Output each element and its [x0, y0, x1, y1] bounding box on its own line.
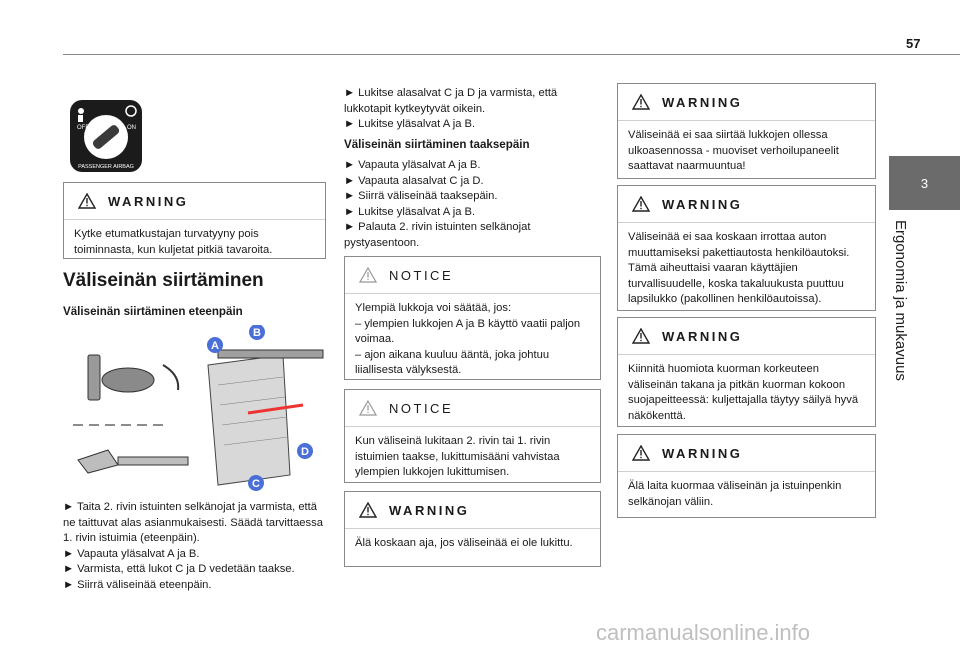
airbag-off-label: OFF	[77, 125, 89, 131]
warning-box-airbag: WARNING Kytke etumatkustajan turvatyyny …	[63, 182, 326, 259]
notice-text: Ylempiä lukkoja voi säätää, jos: – ylemp…	[355, 302, 581, 376]
warning-icon	[359, 502, 377, 518]
warning-header: WARNING	[64, 183, 325, 220]
notice-header: NOTICE	[345, 390, 600, 427]
lock-detail	[77, 449, 189, 474]
warning-text: Älä koskaan aja, jos väliseinää ei ole l…	[355, 537, 573, 549]
warning-label: WARNING	[662, 328, 743, 344]
warning-box-r2: WARNING Väliseinää ei saa koskaan irrott…	[617, 185, 876, 311]
notice-label: NOTICE	[389, 400, 454, 416]
warning-icon	[632, 196, 650, 212]
page-number: 57	[906, 36, 921, 51]
warning-box-r4: WARNING Älä laita kuormaa väliseinän ja …	[617, 434, 876, 518]
seat-icon	[78, 108, 84, 122]
step: ► Palauta 2. rivin istuinten selkänojat …	[344, 221, 531, 249]
partition-panel	[207, 354, 291, 486]
warning-header: WARNING	[618, 435, 875, 472]
back-steps: ► Vapauta yläsalvat A ja B. ► Vapauta al…	[344, 158, 599, 251]
notice-icon	[359, 267, 377, 283]
move-arrow-icon	[247, 403, 304, 415]
footer-watermark[interactable]: carmanualsonline.info	[596, 620, 811, 645]
warning-box-r1: WARNING Väliseinää ei saa siirtää lukkoj…	[617, 83, 876, 179]
warning-text: Älä laita kuormaa väliseinän ja istuinpe…	[628, 480, 842, 508]
back-title: Väliseinän siirtäminen taaksepäin	[344, 138, 530, 151]
warning-icon	[632, 445, 650, 461]
step: ► Vapauta alasalvat C ja D.	[344, 174, 484, 187]
notice-icon	[359, 400, 377, 416]
notice-text: Kun väliseinä lukitaan 2. rivin tai 1. r…	[355, 435, 560, 478]
warning-header: WARNING	[618, 318, 875, 355]
warning-text: Väliseinää ei saa siirtää lukkojen olles…	[628, 129, 839, 172]
diagram-letter-c: C	[252, 478, 260, 490]
notice-label: NOTICE	[389, 267, 454, 283]
warning-text: Väliseinää ei saa koskaan irrottaa auton…	[628, 231, 850, 305]
warning-icon	[78, 193, 96, 209]
warning-text: Kiinnitä huomiota kuorman korkeuteen väl…	[628, 363, 859, 422]
warning-label: WARNING	[108, 193, 189, 209]
step: ► Taita 2. rivin istuinten selkänojat ja…	[63, 501, 323, 544]
airbag-caption: PASSENGER AIRBAG	[78, 164, 134, 170]
step: ► Vapauta yläsalvat A ja B.	[344, 159, 481, 171]
warning-header: WARNING	[618, 84, 875, 121]
warning-icon	[632, 94, 650, 110]
diagram-letter-b: B	[253, 327, 261, 339]
step: ► Lukitse alasalvat C ja D ja varmista, …	[344, 87, 558, 115]
chapter-title-container: Ergonomia ja mukavuus	[880, 220, 920, 420]
rotate-arrow-icon	[162, 364, 180, 391]
step: ► Siirrä väliseinää eteenpäin.	[63, 578, 212, 591]
lock-steps: ► Lukitse alasalvat C ja D ja varmista, …	[344, 86, 599, 133]
step: ► Lukitse yläsalvat A ja B.	[344, 205, 476, 218]
warning-text: Kytke etumatkustajan turvatyyny pois toi…	[74, 228, 273, 256]
warning-label: WARNING	[662, 445, 743, 461]
notice-box-2: NOTICE Kun väliseinä lukitaan 2. rivin t…	[344, 389, 601, 483]
notice-box-1: NOTICE Ylempiä lukkoja voi säätää, jos: …	[344, 256, 601, 380]
warning-label: WARNING	[389, 502, 470, 518]
warning-icon	[632, 328, 650, 344]
warning-header: WARNING	[618, 186, 875, 223]
header-rule	[63, 54, 960, 55]
warning-box-locked: WARNING Älä koskaan aja, jos väliseinää …	[344, 491, 601, 567]
warning-box-r3: WARNING Kiinnitä huomiota kuorman korkeu…	[617, 317, 876, 427]
step: ► Lukitse yläsalvat A ja B.	[344, 118, 476, 130]
step: ► Vapauta yläsalvat A ja B.	[63, 547, 200, 560]
chapter-number: 3	[920, 175, 929, 191]
partition-diagram: A B C D	[68, 324, 326, 495]
airbag-on-label: ON	[127, 125, 136, 131]
forward-steps: ► Taita 2. rivin istuinten selkänojat ja…	[63, 500, 325, 593]
chapter-tab[interactable]: 3	[889, 156, 960, 210]
step: ► Siirrä väliseinää taaksepäin.	[344, 190, 498, 202]
subsection-title: Väliseinän siirtäminen eteenpäin	[63, 305, 243, 318]
latch-detail	[87, 354, 155, 401]
chapter-title: Ergonomia ja mukavuus	[892, 220, 909, 381]
diagram-letter-a: A	[211, 340, 219, 352]
step: ► Varmista, että lukot C ja D vedetään t…	[63, 563, 295, 575]
warning-label: WARNING	[662, 196, 743, 212]
airbag-switch-image: OFF ON PASSENGER AIRBAG	[69, 99, 143, 173]
section-title: Väliseinän siirtäminen	[63, 270, 264, 291]
warning-header: WARNING	[345, 492, 600, 529]
notice-header: NOTICE	[345, 257, 600, 294]
warning-label: WARNING	[662, 94, 743, 110]
diagram-letter-d: D	[301, 446, 309, 458]
